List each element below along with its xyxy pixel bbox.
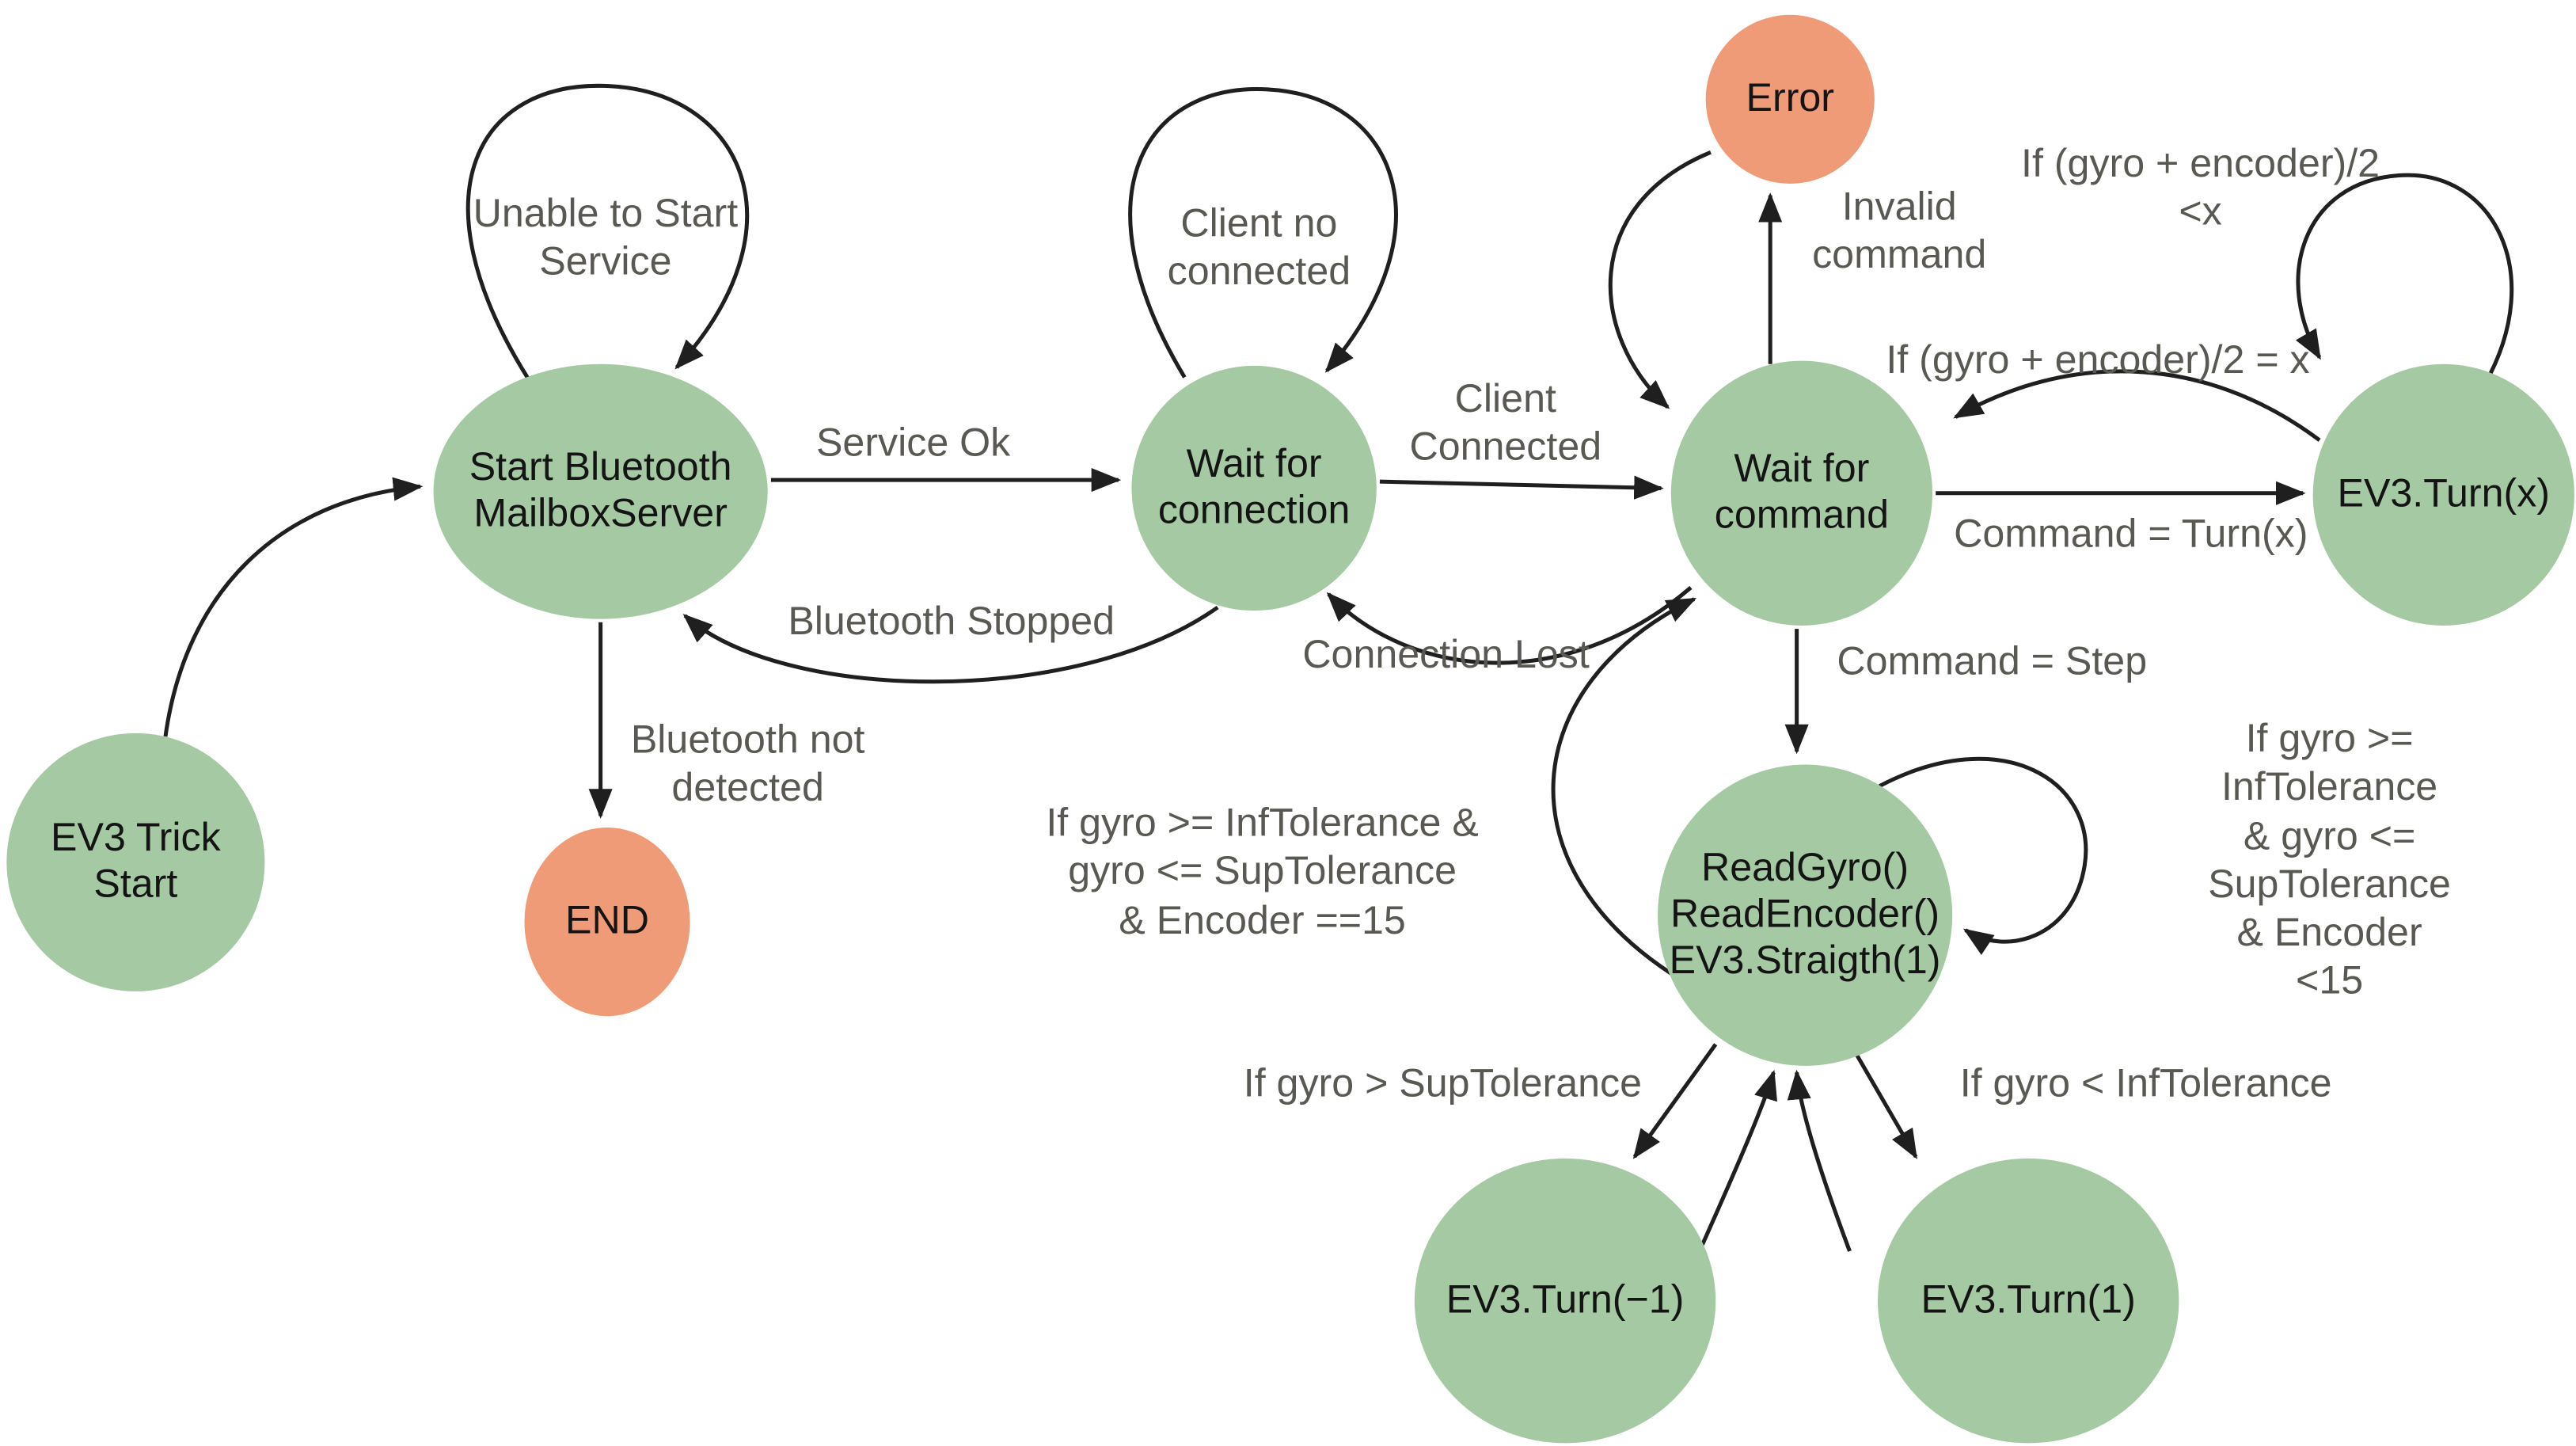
edge-label-unable-to-start-service: Unable to Start Service (473, 191, 739, 285)
state-node-ev3-trick-start: EV3 Trick Start (6, 733, 265, 991)
node-label: Wait for connection (1157, 442, 1351, 533)
state-node-readgyro-readencoder-straigth: ReadGyro() ReadEncoder() EV3.Straigth(1) (1658, 764, 1953, 1066)
state-node-ev3-turn-neg1: EV3.Turn(−1) (1414, 1158, 1716, 1444)
edge-turnx-self-loop (2295, 173, 2514, 386)
state-node-wait-for-command: Wait for command (1670, 360, 1933, 626)
state-node-start-bluetooth-mailboxserver: Start Bluetooth MailboxServer (433, 363, 768, 619)
node-label: EV3.Turn(−1) (1446, 1277, 1685, 1322)
edge-label-connection-lost: Connection Lost (1302, 633, 1590, 678)
edge-turn-pos-go (1848, 1041, 1918, 1159)
state-node-end: END (524, 827, 690, 1017)
edge-turnx-return-eq-x (1953, 369, 2321, 442)
edge-client-connected (1379, 475, 1664, 500)
edge-label-bluetooth-not-detected: Bluetooth not detected (630, 717, 865, 812)
state-node-error: Error (1705, 14, 1875, 184)
edge-readgyro-self-loop (1878, 756, 2088, 955)
edge-label-client-no-connected: Client no connected (1167, 201, 1351, 295)
edge-connection-lost (1326, 586, 1693, 665)
edge-bluetooth-stopped (682, 605, 1219, 684)
node-label: Error (1746, 76, 1835, 121)
edge-error-return (1608, 150, 1712, 409)
edge-label-if-gyro-encoder-lt-x: If (gyro + encoder)/2 <x (2021, 142, 2380, 235)
state-node-ev3-turn-1: EV3.Turn(1) (1878, 1158, 2179, 1444)
edge-label-if-gyro-encoder-eq-x: If (gyro + encoder)/2 = x (1886, 338, 2310, 383)
state-node-ev3-turn-x: EV3.Turn(x) (2312, 363, 2574, 626)
edge-turn-neg-back (1700, 1069, 1777, 1246)
edge-label-command-turn-x: Command = Turn(x) (1954, 512, 2308, 557)
node-label: EV3.Turn(x) (2337, 471, 2551, 517)
edge-trickstart-to-startbt (163, 477, 424, 737)
edge-label-invalid-command: Invalid command (1812, 185, 1987, 279)
state-node-wait-for-connection: Wait for connection (1131, 365, 1377, 611)
edge-step-done-return (1551, 597, 1697, 982)
edge-label-service-ok: Service Ok (815, 420, 1011, 466)
node-label: ReadGyro() ReadEncoder() EV3.Straigth(1) (1669, 846, 1941, 984)
node-label: END (565, 898, 649, 944)
node-label: EV3 Trick Start (51, 816, 221, 908)
edge-label-bluetooth-stopped: Bluetooth Stopped (788, 599, 1115, 645)
edge-turn-neg-go (1632, 1043, 1718, 1159)
node-label: EV3.Turn(1) (1921, 1277, 2136, 1322)
node-label: Wait for command (1714, 447, 1890, 538)
edge-label-step-done-condition: If gyro >= InfTolerance & gyro <= SupTol… (1046, 801, 1479, 943)
edge-unable-to-start-self-loop (465, 83, 749, 382)
edge-label-if-gyro-lt-inftolerance: If gyro < InfTolerance (1959, 1061, 2332, 1106)
edge-label-keep-stepping-condition: If gyro >= InfTolerance & gyro <= SupTol… (2208, 717, 2451, 1004)
edge-label-client-connected: Client Connected (1409, 376, 1602, 470)
node-label: Start Bluetooth MailboxServer (469, 445, 732, 537)
edge-label-command-step: Command = Step (1837, 639, 2148, 684)
edge-label-if-gyro-gt-suptolerance: If gyro > SupTolerance (1243, 1061, 1643, 1106)
edge-client-no-connected-self-loop (1128, 87, 1398, 379)
edge-turn-pos-back (1787, 1069, 1852, 1252)
